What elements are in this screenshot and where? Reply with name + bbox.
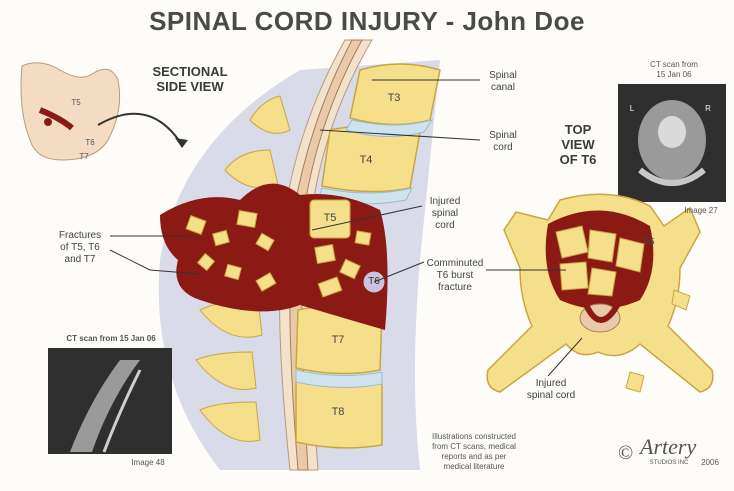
vertebra-t4-label: T4 — [354, 154, 378, 166]
spinal-cord-label: Spinal cord — [478, 130, 528, 154]
ct-top-letter-left: L — [626, 104, 638, 114]
body-inset — [21, 63, 120, 160]
ct-top-caption: CT scan from 15 Jan 06 — [628, 60, 720, 80]
vertebra-t5-label: T5 — [318, 212, 342, 224]
ct-top-image-number: Image 27 — [676, 206, 726, 216]
top-view-vertebra — [487, 194, 713, 392]
injured-cord-label: Injured spinal cord — [420, 196, 470, 232]
logo-subtitle: STUDIOS INC — [644, 458, 694, 468]
top-vertebra-label: T6 — [636, 236, 660, 248]
illustration-note: Illustrations constructed from CT scans,… — [422, 432, 526, 472]
vertebra-t3-label: T3 — [382, 92, 406, 104]
artery-logo: Artery — [640, 434, 696, 460]
ct-bottom-image-number: Image 48 — [120, 458, 176, 468]
copyright-year: 2006 — [696, 458, 724, 468]
ct-top-letter-right: R — [702, 104, 714, 114]
inset-label-t5: T5 — [66, 98, 86, 108]
inset-label-t7: T7 — [74, 152, 94, 162]
top-view-label: TOP VIEW OF T6 — [548, 122, 608, 167]
spinal-canal-label: Spinal canal — [478, 70, 528, 94]
injured-cord-top-label: Injured spinal cord — [518, 378, 584, 402]
copyright-symbol: © — [618, 442, 633, 465]
ct-bottom-caption: CT scan from 15 Jan 06 — [46, 334, 176, 344]
fractures-label: Fractures of T5, T6 and T7 — [52, 230, 108, 266]
inset-label-t6: T6 — [80, 138, 100, 148]
vertebra-t7-label: T7 — [326, 334, 350, 346]
vertebra-t6-label: T6 — [362, 276, 386, 288]
vertebra-t8-label: T8 — [326, 406, 350, 418]
comminuted-fracture-label: Comminuted T6 burst fracture — [422, 258, 488, 294]
arrow-head — [175, 138, 188, 148]
sectional-view-label: SECTIONAL SIDE VIEW — [140, 64, 240, 94]
